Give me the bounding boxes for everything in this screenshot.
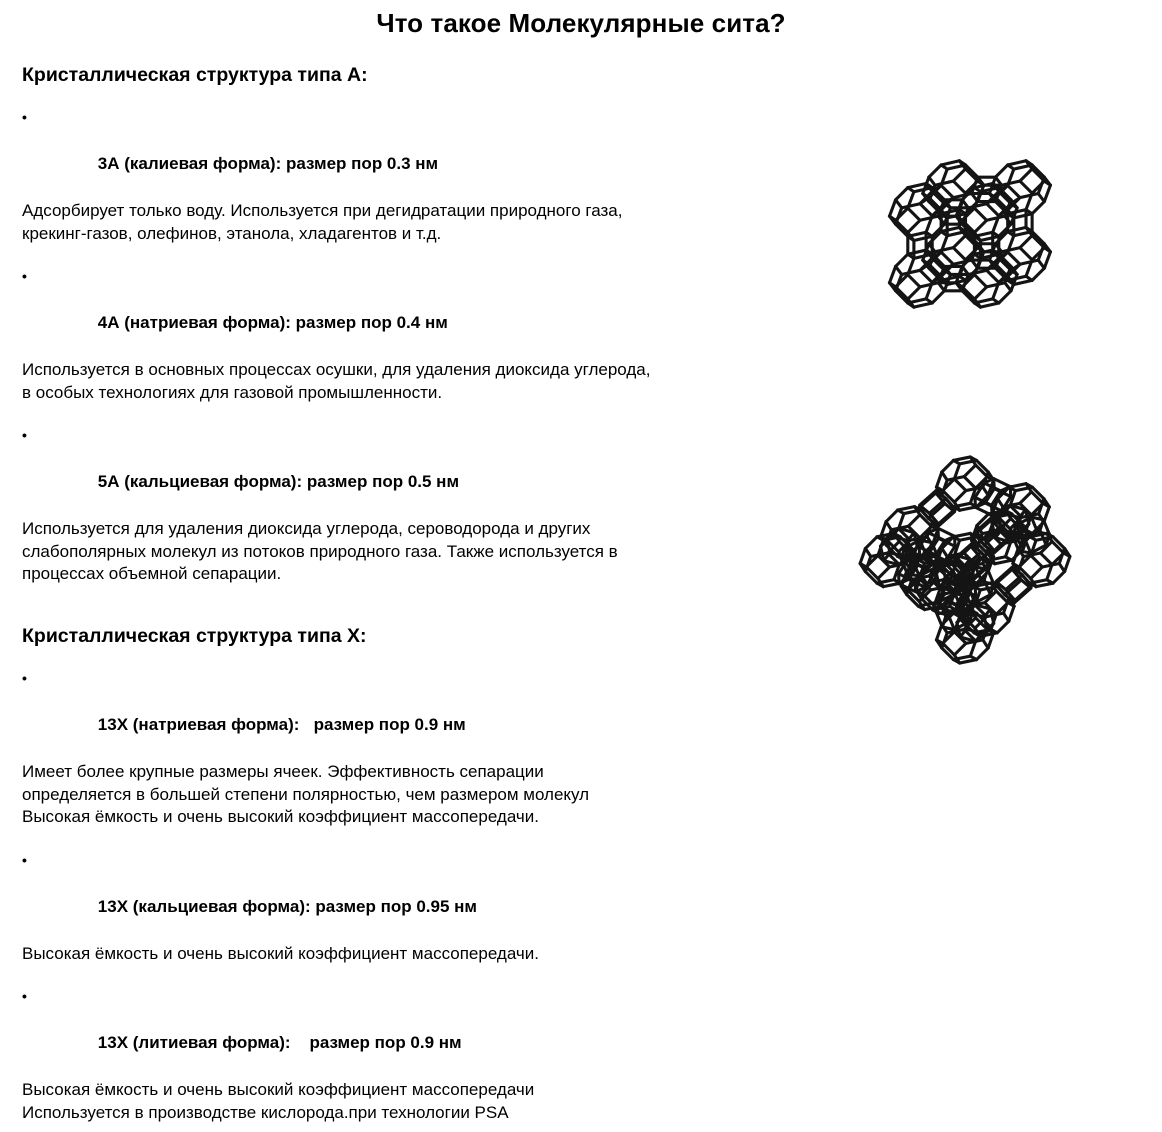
bullet-label-13x-sodium: • 13Х (натриевая форма): размер пор 0.9 … bbox=[22, 668, 752, 760]
bullet-marker-icon: • bbox=[22, 851, 27, 868]
bullet-label-13x-lithium: • 13Х (литиевая форма): размер пор 0.9 н… bbox=[22, 986, 752, 1078]
bullet-item-13x-calcium: • 13Х (кальциевая форма): размер пор 0.9… bbox=[22, 850, 752, 965]
spacer bbox=[22, 94, 752, 107]
bullet-body-4a: Используется в основных процессах осушки… bbox=[22, 360, 651, 402]
bullet-marker-icon: • bbox=[22, 988, 27, 1005]
spacer bbox=[22, 412, 752, 425]
bullet-marker-icon: • bbox=[22, 427, 27, 444]
bullet-label-text: 13Х (кальциевая форма): размер пор 0.95 … bbox=[97, 896, 477, 916]
section-heading-type-a: Кристаллическая структура типа А: bbox=[22, 64, 368, 86]
bullet-body-13x-sodium: Имеет более крупные размеры ячеек. Эффек… bbox=[22, 761, 590, 827]
spacer bbox=[22, 973, 752, 986]
bullet-item-13x-sodium: • 13Х (натриевая форма): размер пор 0.9 … bbox=[22, 668, 752, 829]
bullet-body-13x-lithium: Высокая ёмкость и очень высокий коэффици… bbox=[22, 1079, 535, 1122]
bullet-label-text: 4А (натриевая форма): размер пор 0.4 нм bbox=[97, 313, 448, 333]
bullet-label-text: 13Х (натриевая форма): размер пор 0.9 нм bbox=[97, 715, 466, 735]
bullet-body-13x-calcium: Высокая ёмкость и очень высокий коэффици… bbox=[22, 943, 539, 963]
spacer bbox=[22, 837, 752, 850]
bullet-item-5a: • 5А (кальциевая форма): размер пор 0.5 … bbox=[22, 425, 752, 586]
zeolite-type-x-framework-icon bbox=[790, 410, 1150, 702]
page-title: Что такое Молекулярные сита? bbox=[376, 8, 786, 38]
spacer bbox=[22, 253, 752, 266]
bullet-label-13x-calcium: • 13Х (кальциевая форма): размер пор 0.9… bbox=[22, 850, 752, 942]
bullet-item-4a: • 4А (натриевая форма): размер пор 0.4 н… bbox=[22, 266, 752, 404]
bullet-label-4a: • 4А (натриевая форма): размер пор 0.4 н… bbox=[22, 266, 752, 358]
bullet-label-text: 13Х (литиевая форма): размер пор 0.9 нм bbox=[97, 1033, 462, 1053]
bullet-marker-icon: • bbox=[22, 268, 27, 285]
text-column: Кристаллическая структура типа А: • 3А (… bbox=[22, 60, 752, 1132]
zeolite-type-a-framework-icon bbox=[770, 52, 1140, 367]
bullet-body-5a: Используется для удаления диоксида углер… bbox=[22, 519, 618, 584]
spacer bbox=[22, 594, 752, 624]
bullet-marker-icon: • bbox=[22, 109, 27, 126]
spacer bbox=[22, 655, 752, 668]
bullet-label-3a: • 3А (калиевая форма): размер пор 0.3 нм bbox=[22, 107, 752, 199]
bullet-marker-icon: • bbox=[22, 670, 27, 687]
bullet-label-5a: • 5А (кальциевая форма): размер пор 0.5 … bbox=[22, 425, 752, 517]
bullet-item-3a: • 3А (калиевая форма): размер пор 0.3 нм… bbox=[22, 107, 752, 245]
bullet-label-text: 5А (кальциевая форма): размер пор 0.5 нм bbox=[97, 472, 460, 492]
bullet-label-text: 3А (калиевая форма): размер пор 0.3 нм bbox=[97, 154, 439, 174]
bullet-body-3a: Адсорбирует только воду. Используется пр… bbox=[22, 201, 623, 243]
section-heading-type-x: Кристаллическая структура типа Х: bbox=[22, 624, 367, 647]
slide-page: Что такое Молекулярные сита? Кристалличе… bbox=[22, 8, 1150, 1122]
bullet-item-13x-lithium: • 13Х (литиевая форма): размер пор 0.9 н… bbox=[22, 986, 752, 1124]
